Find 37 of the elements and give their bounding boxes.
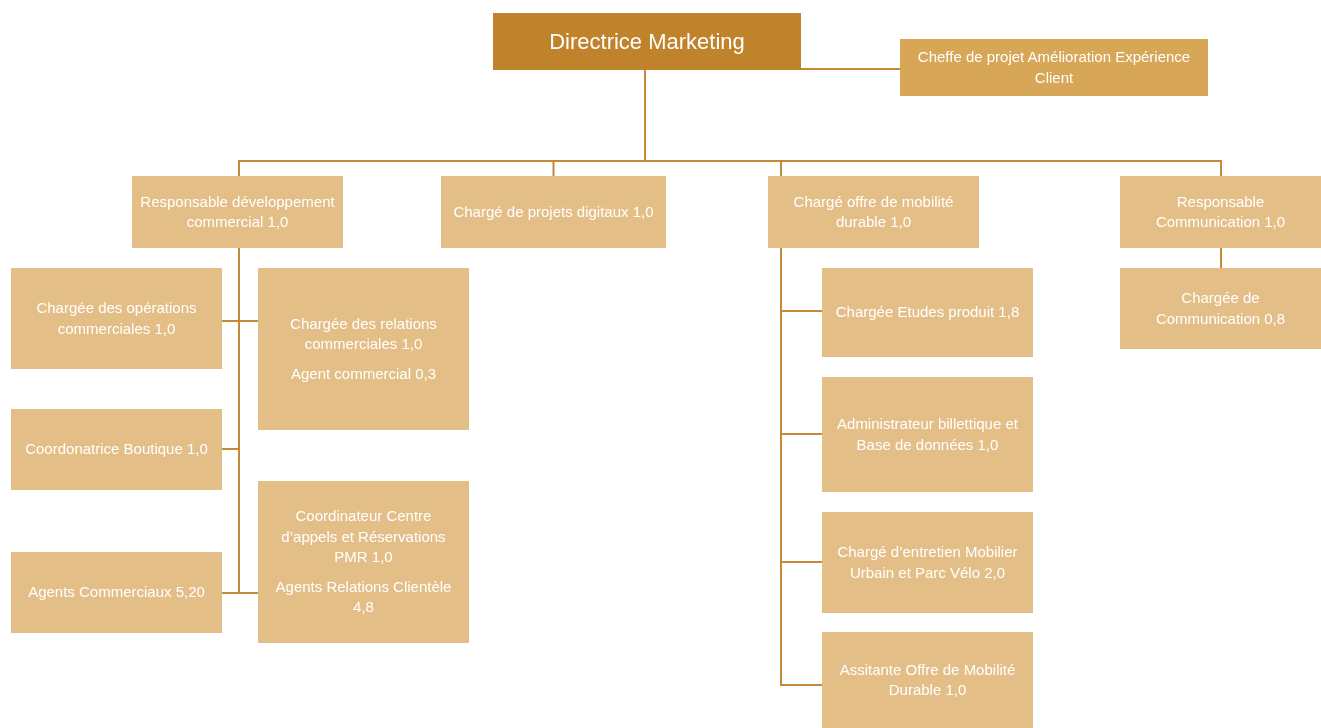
role-label: Agents Relations Clientèle 4,8 xyxy=(274,577,453,618)
org-chart-box xyxy=(822,632,1033,728)
role-label: Cheffe de projet Amélioration Expérience Client xyxy=(916,47,1192,88)
role-label: Chargée des opérations commerciales 1,0 xyxy=(35,298,198,339)
org-chart-box xyxy=(1120,268,1321,349)
role-label: Responsable Communication 1,0 xyxy=(1154,191,1287,232)
org-chart-box xyxy=(822,512,1033,613)
org-chart-box xyxy=(493,13,801,70)
org-chart-box xyxy=(1120,176,1321,248)
org-chart-box xyxy=(11,552,222,633)
role-label: Directrice Marketing xyxy=(549,27,745,56)
org-chart-box xyxy=(11,268,222,369)
org-chart-box xyxy=(441,176,666,248)
connector-line xyxy=(238,247,259,594)
org-chart-box xyxy=(768,176,979,248)
org-chart-box xyxy=(900,39,1208,96)
role-label: Agent commercial 0,3 xyxy=(290,364,437,385)
org-chart-box xyxy=(258,268,469,430)
role-label: Agents Commerciaux 5,20 xyxy=(28,582,205,603)
role-label: Chargé d’entretien Mobilier Urbain et Parc Vélo 2,0 xyxy=(836,542,1019,583)
role-label: Coordonatrice Boutique 1,0 xyxy=(25,439,208,460)
org-chart-box xyxy=(11,409,222,490)
role-label: Chargé de projets digitaux 1,0 xyxy=(453,201,654,222)
org-chart-box xyxy=(822,268,1033,357)
role-label: Assitante Offre de Mobilité Durable 1,0 xyxy=(838,659,1017,700)
connector-line xyxy=(800,68,901,70)
role-label: Chargée des relations commerciales 1,0 xyxy=(289,313,438,354)
org-chart-box xyxy=(258,481,469,643)
role-label: Responsable développement commercial 1,0 xyxy=(140,191,335,232)
role-label: Coordinateur Centre d’appels et Réservations PMR 1,0 xyxy=(280,506,447,567)
org-chart-box xyxy=(822,377,1033,492)
connector-line xyxy=(1220,247,1222,269)
role-label: Chargée Etudes produit 1,8 xyxy=(835,302,1020,323)
role-label: Chargé offre de mobilité durable 1,0 xyxy=(792,191,955,232)
role-label: Chargée de Communication 0,8 xyxy=(1154,288,1287,329)
org-chart-box xyxy=(132,176,343,248)
role-label: Administrateur billettique et Base de données 1,0 xyxy=(836,414,1019,455)
